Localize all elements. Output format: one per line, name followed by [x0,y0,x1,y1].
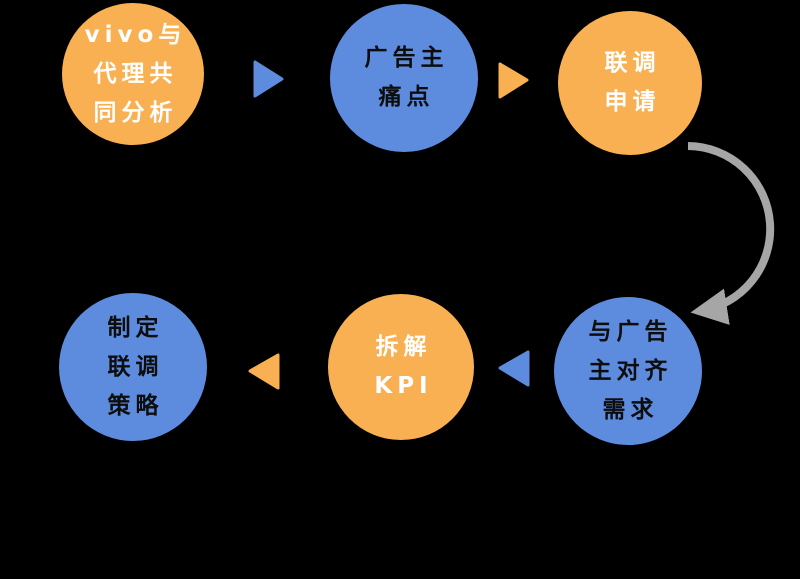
step-label-line: 与广告 [588,318,673,345]
step-label-line: KPI [374,373,433,399]
step-label-line: 代理共 [93,60,178,87]
step-circle-2: 广告主 痛点 [330,4,478,152]
step-label-line: 主对齐 [588,357,673,384]
step-circle-6: 制定 联调 策略 [59,293,207,441]
step-label-line: 联调 [107,353,164,380]
step-label-line: 拆解 [375,334,432,360]
step-label-line: 联调 [604,50,661,76]
step-label-line: 广告主 [364,45,449,71]
step-circle-1: vivo与 代理共 同分析 [62,3,204,145]
step-label-line: 痛点 [378,84,435,110]
curved-arrow [687,142,775,325]
step-circle-5: 拆解 KPI [328,294,474,440]
arrow-right-icon [253,60,284,98]
step-label-line: 制定 [107,314,164,341]
step-label-line: 策略 [107,392,164,419]
step-circle-3: 联调 申请 [558,11,702,155]
step-label-line: 需求 [602,396,659,423]
step-label-line: vivo与 [84,21,187,48]
arrow-left-icon [498,350,530,387]
arrow-right-icon [498,62,529,99]
step-label-line: 申请 [604,89,661,115]
step-label-line: 同分析 [93,99,178,126]
step-circle-4: 与广告 主对齐 需求 [554,297,702,445]
arrow-left-icon [248,353,280,390]
